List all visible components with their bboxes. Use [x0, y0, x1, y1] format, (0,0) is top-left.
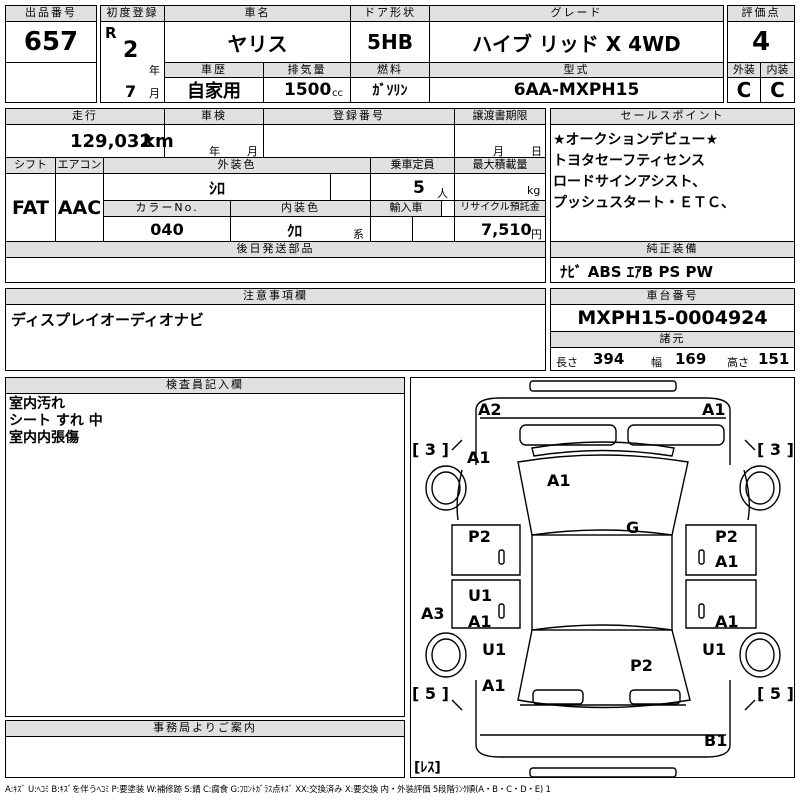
later-parts-box	[5, 257, 546, 283]
score-header: 評価点	[727, 5, 795, 22]
displacement: 1500	[284, 80, 332, 100]
damage-label: A1	[468, 612, 492, 631]
interior-color: ｸﾛ	[287, 222, 303, 240]
roof-panel	[531, 534, 673, 631]
office-notice-box	[5, 736, 405, 778]
damage-label: A1	[715, 552, 739, 571]
width-label: 幅	[651, 356, 662, 369]
month-unit: 月	[149, 87, 160, 100]
damage-label: G	[626, 518, 640, 537]
damage-label: A3	[421, 604, 445, 623]
max-load-unit: kg	[527, 184, 541, 197]
damage-label: U1	[482, 640, 507, 659]
spare-tire-note: [ﾚｽ]	[414, 760, 441, 776]
inspection-year-unit: 年	[209, 145, 220, 158]
damage-label: A1	[715, 612, 739, 631]
damage-label: P2	[715, 527, 738, 546]
left-rear-door	[451, 579, 521, 629]
notes-text: ディスプレイオーディオナビ	[11, 311, 204, 329]
era: R	[105, 24, 117, 42]
inspector-notes-box: 室内汚れ シート すれ 中 室内内張傷	[5, 393, 405, 717]
transfer-deadline-header: 譲渡書期限	[454, 108, 546, 125]
chassis-number-header: 車台番号	[550, 288, 795, 305]
height-label: 高さ	[727, 356, 749, 369]
length: 394	[593, 350, 625, 368]
sales-points-box: ★オークションデビュー★ トヨタセーフティセンス ロードサインアシスト、 プッシ…	[550, 124, 795, 242]
front-left-glass	[519, 424, 617, 446]
damage-label: P2	[468, 527, 491, 546]
model-code: 6AA-MXPH15	[429, 77, 724, 103]
windshield-top	[531, 441, 675, 457]
legend: A:ｷｽﾞ U:ﾍｺﾐ B:ｷｽﾞを伴うﾍｺﾐ P:要塗装 W:補修跡 S:錆 …	[5, 785, 551, 795]
damage-label: A1	[467, 448, 491, 467]
left-front-rank: [ 3 ]	[412, 440, 449, 459]
inspection-month-unit: 月	[247, 145, 258, 158]
capacity-unit: 人	[437, 187, 448, 200]
notes-box: ディスプレイオーディオナビ	[5, 304, 546, 371]
front-left-wheel	[425, 465, 467, 511]
rear-bumper-shape	[529, 767, 677, 778]
damage-label: A1	[482, 676, 506, 695]
specs-box: 長さ 394 幅 169 高さ 151	[550, 347, 795, 371]
windshield	[517, 454, 689, 536]
rear-left-lamp	[532, 689, 584, 705]
inspector-notes-text: 室内汚れ シート すれ 中 室内内張傷	[9, 396, 103, 446]
rear-hatch-outline	[475, 680, 731, 758]
genuine-equipment: ﾅﾋﾞ ABS ｴｱB PS PW	[560, 263, 714, 281]
km-unit: km	[143, 131, 174, 152]
air-conditioner-header: エアコン	[55, 157, 104, 174]
front-hood-outline	[475, 397, 731, 465]
right-rear-door	[685, 579, 757, 629]
cc-unit: cc	[332, 88, 343, 99]
height: 151	[758, 350, 790, 368]
lot-number-blank	[5, 62, 97, 103]
reg-month: 7	[125, 82, 137, 101]
genuine-equipment-box: ﾅﾋﾞ ABS ｴｱB PS PW	[550, 257, 795, 283]
year-unit: 年	[149, 64, 160, 77]
damage-label: A1	[547, 471, 571, 490]
front-bumper-shape	[529, 380, 677, 392]
capacity: 5	[413, 178, 425, 198]
interior-color-unit: 系	[353, 228, 364, 241]
left-front-door	[451, 524, 521, 576]
grade: ハイブ リッド X 4WD	[429, 21, 724, 63]
transfer-day-unit: 日	[531, 145, 542, 158]
recycle-deposit-unit: 円	[531, 228, 542, 241]
damage-label: A1	[702, 400, 726, 419]
rear-right-wheel	[739, 632, 781, 678]
left-rear-rank: [ 5 ]	[412, 684, 449, 703]
damage-label: P2	[630, 656, 653, 675]
right-rear-rank: [ 5 ]	[757, 684, 794, 703]
recycle-deposit: 7,510	[481, 220, 532, 239]
damage-label: A2	[478, 400, 502, 419]
mileage: 129,032	[70, 131, 152, 152]
damage-label: U1	[702, 640, 727, 659]
right-front-rank: [ 3 ]	[757, 440, 794, 459]
damage-label: U1	[468, 586, 493, 605]
front-right-wheel	[739, 465, 781, 511]
rear-window	[517, 624, 691, 709]
length-label: 長さ	[556, 356, 578, 369]
right-front-door	[685, 524, 757, 576]
damage-label: B1	[704, 731, 728, 750]
rear-right-lamp	[629, 689, 681, 705]
interior-grade: C	[760, 77, 795, 103]
sales-points-text: ★オークションデビュー★ トヨタセーフティセンス ロードサインアシスト、 プッシ…	[553, 132, 735, 211]
transfer-month-unit: 月	[493, 145, 504, 158]
width: 169	[675, 350, 707, 368]
rear-left-wheel	[425, 632, 467, 678]
reg-year: 2	[123, 38, 139, 63]
front-right-glass	[627, 424, 725, 446]
